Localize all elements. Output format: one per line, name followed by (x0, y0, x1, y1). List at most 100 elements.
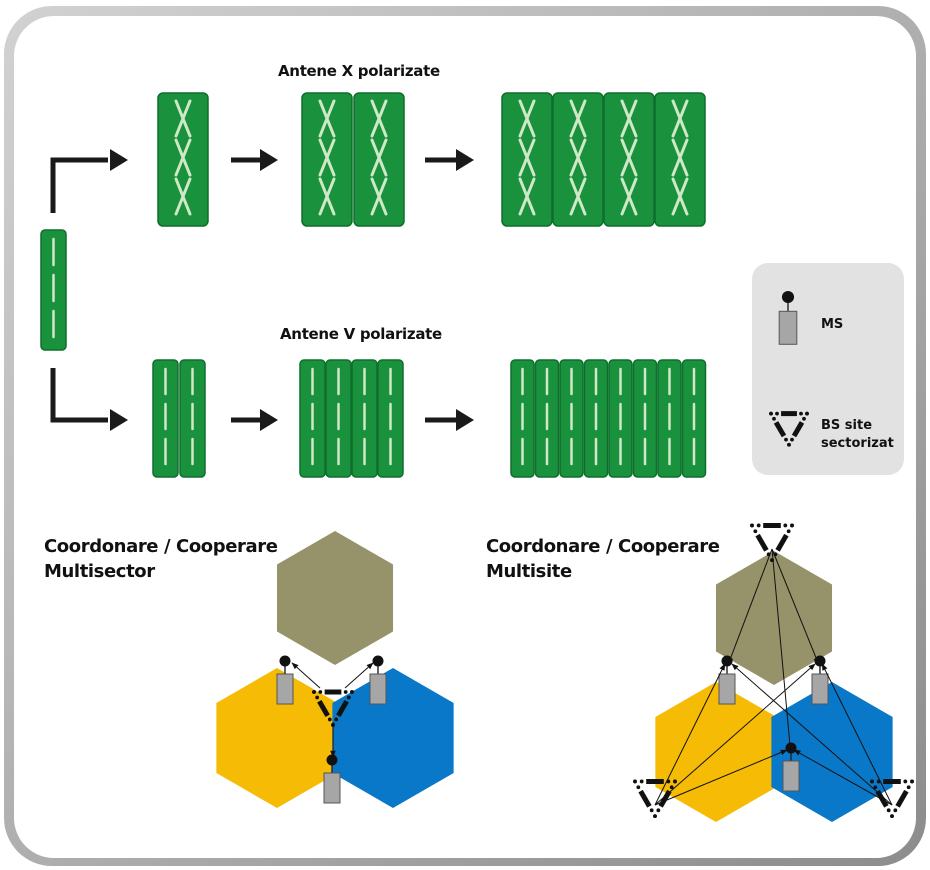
x-polarized-element (174, 138, 192, 177)
bs-dot (673, 779, 677, 784)
ms-body (782, 760, 800, 792)
coordination-link (654, 663, 726, 806)
bs-dot (639, 779, 644, 784)
ms-antenna-dot (326, 754, 338, 766)
bs-dot (790, 523, 794, 528)
multisector-cluster (216, 531, 454, 808)
coordination-link (654, 663, 816, 806)
x-polarized-element (518, 177, 536, 216)
ms-antenna-dot (785, 742, 797, 754)
bs-sector-bar (775, 533, 789, 552)
bs-dot (350, 690, 354, 694)
ms-body (369, 673, 387, 705)
bs-dot (790, 437, 794, 442)
bs-dot (327, 717, 332, 722)
ms-body (718, 673, 736, 705)
ms-body (811, 673, 829, 705)
bs-sector-bar (791, 421, 805, 438)
ms-body (323, 772, 341, 804)
bs-site-1 (750, 522, 794, 562)
bs-dot (787, 442, 791, 447)
bs-sector-bar (773, 421, 787, 438)
flow-arrows (50, 149, 474, 431)
bs-dot (633, 779, 637, 784)
bs-dot (783, 523, 788, 528)
x-polarized-element (671, 177, 689, 216)
bs-dot (318, 690, 323, 694)
coordination-link (344, 662, 374, 689)
bs-dot (906, 785, 911, 790)
coordination-link (291, 662, 321, 689)
x-polarized-arrays (157, 92, 706, 227)
x-polarized-element (370, 99, 388, 138)
bs-dot (802, 416, 806, 421)
ms-antenna-dot (781, 290, 795, 304)
bs-dot (805, 411, 809, 416)
coordination-link (793, 749, 893, 806)
bs-dot (873, 785, 878, 790)
v-polarized-arrays (152, 359, 707, 478)
bs-dot (656, 808, 661, 813)
x-polarized-element (318, 138, 336, 177)
arrow-v-4-to-8-head (456, 409, 474, 431)
elbow-arrow-bottom-head (110, 409, 128, 431)
source-antenna (40, 229, 67, 351)
bs-dot (786, 529, 791, 534)
arrow-x-1-to-2-head (260, 149, 278, 171)
legend-bs-label-line1: BS site (821, 418, 873, 433)
coordination-link (771, 548, 793, 751)
elbow-arrow-top (50, 157, 108, 213)
ms-terminal-icon (778, 290, 798, 345)
bs-dot (649, 808, 654, 813)
hex-cell-blue (332, 668, 454, 808)
bs-dot (769, 411, 773, 416)
elbow-arrow-bottom (50, 368, 108, 423)
bs-dot (636, 785, 641, 790)
bs-dot (893, 808, 898, 813)
bs-sector-bar (755, 533, 769, 552)
x-polarized-element (318, 177, 336, 216)
bs-dot (312, 690, 316, 694)
bs-dot (756, 523, 761, 528)
legend-ms-label: MS (821, 317, 844, 332)
coordination-link (821, 663, 893, 806)
bs-site-3 (870, 778, 914, 818)
ms-body (276, 673, 294, 705)
coordination-link (731, 663, 893, 806)
x-array-2 (301, 92, 405, 227)
v-polarized-title: Antene V polarizate (280, 325, 442, 343)
x-polarized-element (518, 99, 536, 138)
v-array-2 (152, 359, 206, 478)
bs-dot (669, 785, 674, 790)
ms-antenna-dot (279, 655, 291, 667)
bs-site-center (312, 689, 354, 727)
bs-sector-bar (336, 699, 349, 717)
bs-dot (334, 717, 339, 722)
legend-bs-label-line2: sectorizat (821, 436, 894, 451)
v-array-8 (510, 359, 707, 478)
coordination-link (771, 548, 820, 665)
arrow-v-2-to-4-head (260, 409, 278, 431)
x-polarized-element (370, 138, 388, 177)
x-polarized-element (518, 138, 536, 177)
multisector-title: Coordonare / Cooperare (44, 536, 278, 557)
ms-antenna-dot (372, 655, 384, 667)
legend-icons (769, 290, 809, 447)
x-polarized-element (671, 138, 689, 177)
x-polarized-element (318, 99, 336, 138)
bs-dot (653, 814, 657, 818)
bs-sector-bar (895, 789, 909, 808)
x-polarized-element (620, 99, 638, 138)
x-polarized-element (620, 138, 638, 177)
x-polarized-title: Antene X polarizate (278, 62, 440, 80)
bs-dot (903, 779, 908, 784)
bs-sector-bar (317, 699, 330, 717)
coordination-link (654, 749, 788, 806)
x-polarized-element (174, 177, 192, 216)
bs-dot (750, 523, 754, 528)
bs-dot (346, 695, 351, 700)
arrow-x-2-to-4-head (456, 149, 474, 171)
x-polarized-element (569, 138, 587, 177)
bs-dot (315, 695, 320, 700)
